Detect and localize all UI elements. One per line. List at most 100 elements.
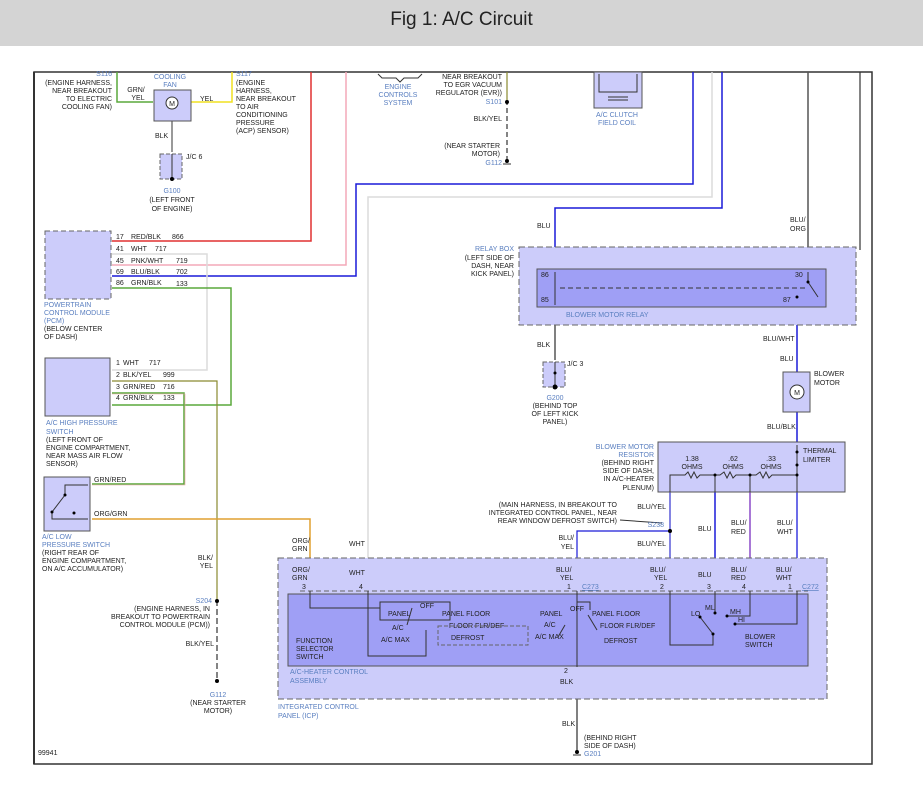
svg-text:PANEL (ICP): PANEL (ICP) bbox=[278, 713, 318, 720]
svg-text:716: 716 bbox=[163, 384, 175, 391]
svg-text:(RIGHT REAR OF: (RIGHT REAR OF bbox=[42, 550, 99, 557]
svg-text:2: 2 bbox=[116, 372, 120, 379]
wire-red-blk-866 bbox=[112, 72, 312, 242]
ground-g201: BLK (BEHIND RIGHT SIDE OF DASH) G201 bbox=[562, 721, 637, 758]
svg-text:1: 1 bbox=[567, 584, 571, 591]
svg-text:WHT: WHT bbox=[123, 360, 140, 367]
svg-text:YEL: YEL bbox=[654, 575, 667, 582]
svg-text:BLU/YEL: BLU/YEL bbox=[637, 504, 666, 511]
relay-box: 86 85 30 87 BLOWER MOTOR RELAY RELAY BOX… bbox=[465, 217, 857, 349]
svg-text:CONTROLS: CONTROLS bbox=[379, 92, 418, 99]
ac-high-pressure-switch: 1 WHT 717 2 BLK/YEL 999 3 GRN/RED 716 4 … bbox=[44, 357, 175, 468]
svg-text:MH: MH bbox=[730, 609, 741, 616]
svg-text:S238: S238 bbox=[648, 522, 664, 529]
svg-text:CONTROL MODULE (PCM)): CONTROL MODULE (PCM)) bbox=[120, 622, 210, 629]
svg-text:J/C 6: J/C 6 bbox=[186, 154, 202, 161]
svg-text:1: 1 bbox=[788, 584, 792, 591]
svg-text:INTEGRATED CONTROL PANEL, NEAR: INTEGRATED CONTROL PANEL, NEAR bbox=[489, 510, 617, 517]
svg-text:GRN: GRN bbox=[292, 546, 308, 553]
svg-text:DEFROST: DEFROST bbox=[451, 635, 485, 642]
svg-text:BLU/WHT: BLU/WHT bbox=[763, 336, 795, 343]
svg-text:C273: C273 bbox=[582, 584, 599, 591]
svg-text:S204: S204 bbox=[196, 598, 212, 605]
svg-text:866: 866 bbox=[172, 234, 184, 241]
wire-wht-icp bbox=[367, 72, 713, 590]
blower-motor: BLU M BLOWER MOTOR BLU/BLK bbox=[767, 356, 844, 431]
svg-text:ML: ML bbox=[705, 605, 715, 612]
wire-blu-blk-702 bbox=[112, 72, 694, 277]
svg-text:RED: RED bbox=[731, 529, 746, 536]
wires bbox=[92, 72, 861, 752]
svg-text:CONDITIONING: CONDITIONING bbox=[236, 112, 288, 119]
svg-text:3: 3 bbox=[116, 384, 120, 391]
svg-text:BLU/: BLU/ bbox=[731, 567, 747, 574]
svg-text:IN A/C-HEATER: IN A/C-HEATER bbox=[604, 476, 654, 483]
svg-text:A/C-HEATER CONTROL: A/C-HEATER CONTROL bbox=[290, 669, 368, 676]
svg-text:RELAY BOX: RELAY BOX bbox=[475, 246, 514, 253]
svg-text:G200: G200 bbox=[546, 395, 563, 402]
svg-text:BLU/: BLU/ bbox=[777, 520, 793, 527]
splice-s117: S117 (ENGINE HARNESS, NEAR BREAKOUT TO A… bbox=[236, 71, 297, 135]
wire-wht-717 bbox=[112, 253, 208, 371]
svg-text:719: 719 bbox=[176, 258, 188, 265]
svg-text:A/C LOW: A/C LOW bbox=[42, 534, 72, 541]
svg-text:ENGINE COMPARTMENT,: ENGINE COMPARTMENT, bbox=[42, 558, 126, 565]
svg-text:1.38: 1.38 bbox=[685, 456, 699, 463]
svg-text:A/C CLUTCH: A/C CLUTCH bbox=[596, 112, 638, 119]
svg-text:PANEL FLOOR: PANEL FLOOR bbox=[442, 611, 490, 618]
splice-s101: NEAR BREAKOUT TO EGR VACUUM REGULATOR (E… bbox=[436, 74, 511, 167]
svg-text:THERMAL: THERMAL bbox=[803, 448, 837, 455]
svg-text:SIDE OF DASH,: SIDE OF DASH, bbox=[603, 468, 654, 475]
svg-text:SWITCH: SWITCH bbox=[745, 642, 773, 649]
svg-text:ORG/: ORG/ bbox=[292, 538, 310, 545]
svg-text:GRN/BLK: GRN/BLK bbox=[123, 395, 154, 402]
svg-text:GRN/RED: GRN/RED bbox=[94, 477, 126, 484]
svg-text:BLU: BLU bbox=[698, 526, 712, 533]
splice-s204: BLK/ YEL S204 (ENGINE HARNESS, IN BREAKO… bbox=[111, 555, 246, 715]
svg-text:RESISTOR: RESISTOR bbox=[618, 452, 654, 459]
cooling-fan: M COOLING FAN GRN/ YEL YEL BLK J/C 6 G10… bbox=[127, 74, 213, 213]
svg-text:(BEHIND TOP: (BEHIND TOP bbox=[533, 403, 578, 410]
svg-text:OHMS: OHMS bbox=[723, 464, 744, 471]
svg-text:BLK: BLK bbox=[155, 133, 169, 140]
svg-text:FIELD COIL: FIELD COIL bbox=[598, 120, 636, 127]
wire-blk-yel-999 bbox=[112, 380, 218, 600]
svg-text:BLU: BLU bbox=[537, 223, 551, 230]
svg-text:ON A/C ACCUMULATOR): ON A/C ACCUMULATOR) bbox=[42, 566, 123, 573]
junction-jc3: J/C 3 G200 (BEHIND TOP OF LEFT KICK PANE… bbox=[532, 361, 584, 426]
svg-text:MOTOR: MOTOR bbox=[814, 380, 840, 387]
svg-text:BLU/: BLU/ bbox=[556, 567, 572, 574]
motor-icon: M bbox=[169, 101, 175, 108]
svg-text:86: 86 bbox=[541, 272, 549, 279]
svg-text:87: 87 bbox=[783, 297, 791, 304]
svg-text:133: 133 bbox=[163, 395, 175, 402]
wire-grn-yel-fan bbox=[116, 72, 153, 103]
svg-text:SYSTEM: SYSTEM bbox=[384, 100, 413, 107]
ac-low-pressure-switch: GRN/RED ORG/GRN A/C LOW PRESSURE SWITCH … bbox=[42, 476, 127, 573]
svg-text:41: 41 bbox=[116, 246, 124, 253]
svg-text:(BEHIND RIGHT: (BEHIND RIGHT bbox=[584, 735, 637, 742]
svg-text:PLENUM): PLENUM) bbox=[622, 485, 654, 492]
svg-text:WHT: WHT bbox=[777, 529, 794, 536]
svg-text:1: 1 bbox=[116, 360, 120, 367]
svg-text:OF LEFT KICK: OF LEFT KICK bbox=[532, 411, 579, 418]
svg-text:PRESSURE SWITCH: PRESSURE SWITCH bbox=[42, 542, 110, 549]
svg-text:BLU/BLK: BLU/BLK bbox=[767, 424, 796, 431]
svg-text:C272: C272 bbox=[802, 584, 819, 591]
svg-text:GRN: GRN bbox=[292, 575, 308, 582]
svg-text:HI: HI bbox=[738, 617, 745, 624]
svg-text:BLOWER: BLOWER bbox=[814, 371, 844, 378]
svg-text:ORG/GRN: ORG/GRN bbox=[94, 511, 127, 518]
svg-text:85: 85 bbox=[541, 297, 549, 304]
page-title: Fig 1: A/C Circuit bbox=[390, 9, 533, 30]
svg-text:G112: G112 bbox=[210, 692, 227, 699]
svg-text:45: 45 bbox=[116, 258, 124, 265]
svg-text:OFF: OFF bbox=[420, 603, 434, 610]
svg-text:SWITCH: SWITCH bbox=[296, 654, 324, 661]
svg-text:RED/BLK: RED/BLK bbox=[131, 234, 161, 241]
svg-text:BLK: BLK bbox=[560, 679, 574, 686]
svg-text:717: 717 bbox=[155, 246, 167, 253]
svg-text:999: 999 bbox=[163, 372, 175, 379]
svg-text:BLK/: BLK/ bbox=[198, 555, 213, 562]
